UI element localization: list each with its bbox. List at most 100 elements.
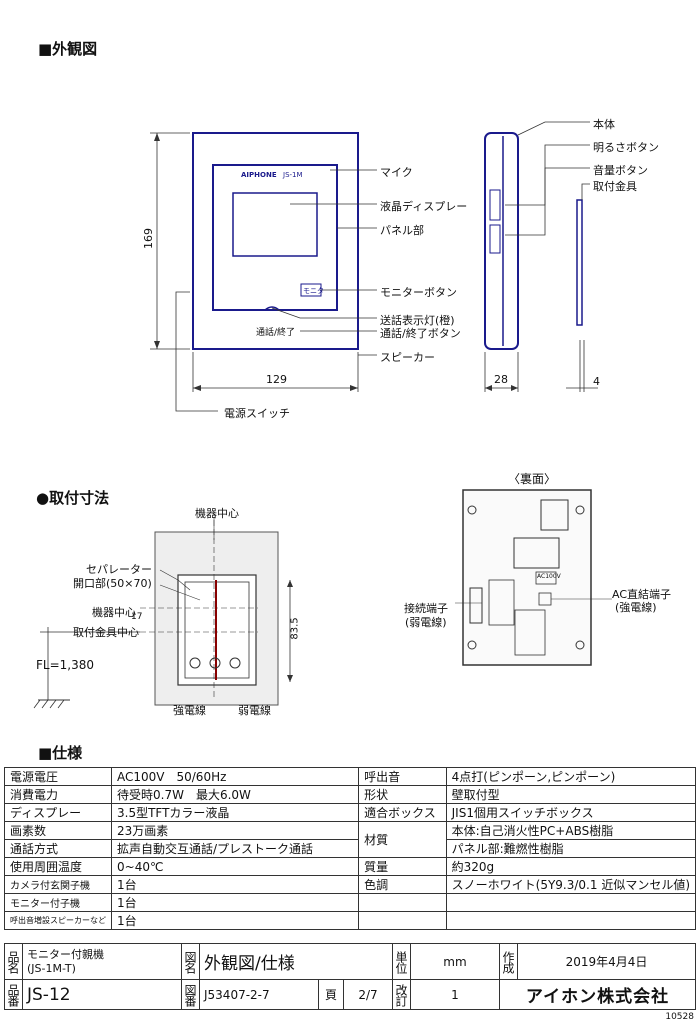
table-row: 品名 モニター付親機 (JS-1M-T) 図名 外観図/仕様 単位 mm 作成 … (4, 943, 696, 980)
spec-value: パネル部:難燃性樹脂 (445, 839, 697, 858)
spec-value: 1台 (110, 875, 360, 894)
table-row: 使用周囲温度 0~40℃ 質量 約320g (4, 857, 697, 876)
front-body-outline (192, 132, 359, 350)
table-row: 通話方式 拡声自動交互通話/プレストーク通話 パネル部:難燃性樹脂 (4, 839, 697, 858)
table-row: 呼出音増設スピーカーなど 1台 (4, 911, 697, 930)
unit-label: 単位 (392, 943, 411, 980)
label-mic: マイク (380, 166, 413, 179)
section-specs: ■仕様 (38, 744, 83, 762)
title-block: 品名 モニター付親機 (JS-1M-T) 図名 外観図/仕様 単位 mm 作成 … (4, 943, 696, 1010)
label-fl: FL=1,380 (36, 658, 94, 672)
spec-value: スノーホワイト(5Y9.3/0.1 近似マンセル値) (445, 875, 697, 894)
label-device-center: 機器中心 (92, 606, 136, 619)
label-conn-terminal: 接続端子 (404, 602, 448, 615)
label-ac-terminal: AC直結端子 (612, 588, 672, 601)
rear-body (462, 489, 592, 666)
label-weak-wire: 弱電線 (238, 704, 271, 717)
spec-value: 3.5型TFTカラー液晶 (110, 803, 360, 822)
label-conn-terminal-sub: (弱電線) (405, 616, 447, 629)
no-value: JS-12 (22, 979, 182, 1010)
side-body (484, 132, 519, 350)
dim-width: 129 (266, 373, 287, 386)
label-ac-terminal-sub: (強電線) (615, 601, 657, 614)
spec-value: 待受時0.7W 最大6.0W (110, 785, 360, 804)
spec-key (358, 911, 447, 930)
spec-key: 通話方式 (4, 839, 112, 858)
rev-label: 改訂 (392, 979, 411, 1010)
doc-code: 10528 (665, 1012, 694, 1022)
label-body: 本体 (593, 118, 615, 131)
spec-key: 画素数 (4, 821, 112, 840)
label-panel: パネル部 (380, 224, 424, 237)
dim-17: 17 (131, 612, 143, 622)
company-logo: アイホン株式会社 (499, 979, 696, 1010)
label-device-center-top: 機器中心 (195, 507, 239, 520)
label-separator: セパレーター (86, 563, 152, 576)
label-send-lamp: 送話表示灯(橙) (380, 314, 455, 327)
spec-key: 材質 (358, 821, 447, 858)
page-value: 2/7 (343, 979, 393, 1010)
table-row: 画素数 23万画素 材質 本体:自己消火性PC+ABS樹脂 (4, 821, 697, 858)
name-label: 品名 (4, 943, 23, 980)
spec-key: 呼出音 (358, 767, 447, 786)
spec-value (445, 893, 697, 912)
label-speaker: スピーカー (380, 351, 435, 364)
exterior-drawing (33, 121, 612, 709)
monitor-key-text: モニタ (303, 287, 324, 295)
label-monitor-button: モニターボタン (380, 286, 457, 299)
table-row: カメラ付玄関子機 1台 色調 スノーホワイト(5Y9.3/0.1 近似マンセル値… (4, 875, 697, 894)
label-bracket: 取付金具 (593, 180, 637, 193)
spec-key: 使用周囲温度 (4, 857, 112, 876)
label-strong-wire: 強電線 (173, 704, 206, 717)
label-talk-end-button: 通話/終了ボタン (380, 327, 461, 340)
spec-value: 1台 (110, 911, 360, 930)
front-model-small: JS-1M (283, 171, 303, 179)
spec-table: 電源電圧 AC100V 50/60Hz 呼出音 4点打(ピンポーン,ピンポーン)… (4, 767, 697, 930)
spec-key: 電源電圧 (4, 767, 112, 786)
spec-key: 消費電力 (4, 785, 112, 804)
unit-value: mm (410, 943, 500, 980)
dim-bracket: 4 (593, 375, 600, 388)
spec-key: 適合ボックス (358, 803, 447, 822)
label-ac-tag: AC100V (537, 573, 561, 580)
table-row: 消費電力 待受時0.7W 最大6.0W 形状 壁取付型 (4, 785, 697, 804)
table-row: 品番 JS-12 図番 J53407-2-7 頁 2/7 改訂 1 アイホン株式… (4, 979, 696, 1010)
spec-key: モニター付子機 (4, 893, 112, 912)
front-logo: AIPHONE (241, 171, 277, 179)
drawing-value: 外観図/仕様 (199, 943, 393, 980)
label-bracket-center: 取付金具中心 (73, 626, 139, 639)
spec-value: 1台 (110, 893, 360, 912)
label-brightness-button: 明るさボタン (593, 141, 659, 154)
section-exterior: ■外観図 (38, 40, 98, 58)
bracket (576, 199, 583, 326)
label-opening: 開口部(50×70) (73, 577, 152, 590)
spec-key: 色調 (358, 875, 447, 894)
label-rear-title: 〈裏面〉 (508, 472, 557, 486)
spec-key (358, 893, 447, 912)
table-row: モニター付子機 1台 (4, 893, 697, 912)
spec-key: 質量 (358, 857, 447, 876)
table-row: ディスプレー 3.5型TFTカラー液晶 適合ボックス JIS1個用スイッチボック… (4, 803, 697, 822)
spec-key: ディスプレー (4, 803, 112, 822)
spec-value: AC100V 50/60Hz (110, 767, 360, 786)
front-panel-outline (212, 164, 338, 311)
label-power-switch: 電源スイッチ (224, 407, 290, 420)
dim-height: 169 (142, 228, 155, 249)
spec-value: 0~40℃ (110, 857, 360, 876)
label-lcd: 液晶ディスプレー (380, 200, 468, 213)
drawing-label: 図名 (181, 943, 200, 980)
label-volume-button: 音量ボタン (593, 164, 648, 177)
dim-depth: 28 (494, 373, 508, 386)
name-value: モニター付親機 (JS-1M-T) (22, 943, 182, 980)
spec-value: 4点打(ピンポーン,ピンポーン) (445, 767, 697, 786)
made-value: 2019年4月4日 (517, 943, 696, 980)
spec-value: 拡声自動交互通話/プレストーク通話 (110, 839, 360, 858)
table-row: 電源電圧 AC100V 50/60Hz 呼出音 4点打(ピンポーン,ピンポーン) (4, 767, 697, 786)
fig-no-value: J53407-2-7 (199, 979, 319, 1010)
spec-value: JIS1個用スイッチボックス (445, 803, 697, 822)
spec-value: 本体:自己消火性PC+ABS樹脂 (445, 821, 697, 840)
spec-key: カメラ付玄関子機 (4, 875, 112, 894)
rev-value: 1 (410, 979, 500, 1010)
fig-no-label: 図番 (181, 979, 200, 1010)
spec-value: 壁取付型 (445, 785, 697, 804)
